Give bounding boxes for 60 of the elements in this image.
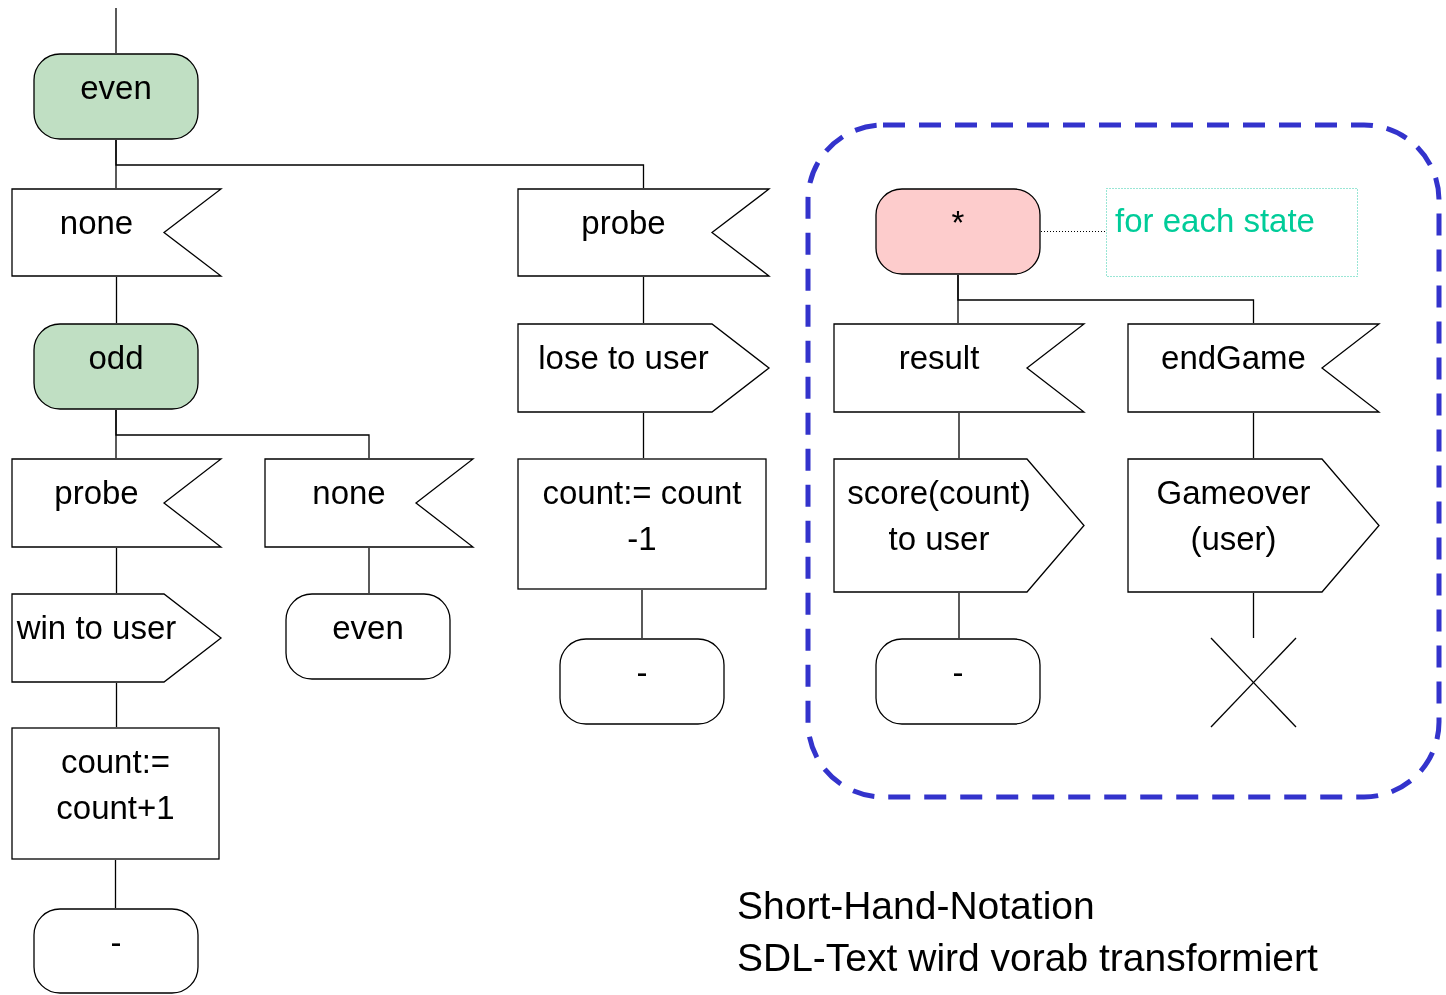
node-label: even xyxy=(80,68,152,108)
input-signal-box xyxy=(517,188,770,277)
connector-line xyxy=(642,276,645,324)
connector-line xyxy=(641,589,643,639)
state-box xyxy=(285,593,451,680)
node-label: probe xyxy=(54,473,139,513)
node-label: lose to user xyxy=(538,338,709,378)
output-signal-box xyxy=(517,323,770,413)
connector-line xyxy=(115,7,117,54)
node-label: none xyxy=(312,473,386,513)
input-signal-box xyxy=(11,188,222,277)
stop-cross xyxy=(1211,638,1296,727)
node-label: Gameover (user) xyxy=(1155,473,1312,559)
state-box xyxy=(875,638,1041,725)
state-box xyxy=(875,188,1041,275)
note-text: SDL-Text wird vorab transformiert xyxy=(737,935,1318,981)
node-label: * xyxy=(951,203,965,243)
node-label: probe xyxy=(581,203,666,243)
state-box xyxy=(33,53,199,140)
connector-line xyxy=(1252,592,1255,639)
task-box xyxy=(11,727,220,860)
node-label: endGame xyxy=(1161,338,1306,378)
state-box xyxy=(559,638,725,725)
node-label: none xyxy=(59,203,134,243)
connector-line xyxy=(958,412,960,459)
input-signal-box xyxy=(833,323,1085,413)
connector-line xyxy=(958,592,960,639)
node-label: - xyxy=(952,653,964,693)
state-box xyxy=(33,908,199,994)
output-signal-box xyxy=(1127,458,1380,593)
connector-line xyxy=(1252,412,1255,459)
node-label: result xyxy=(898,338,980,378)
connector-line xyxy=(368,547,370,594)
node-label: odd xyxy=(88,338,144,378)
connector-line xyxy=(115,409,370,459)
node-label: even xyxy=(332,608,404,648)
connector-line xyxy=(957,274,1255,324)
node-label: count:= count+1 xyxy=(55,742,176,828)
task-box xyxy=(517,458,767,590)
node-label: score(count) to user xyxy=(846,473,1032,559)
node-label: win to user xyxy=(16,608,177,648)
connector-line xyxy=(642,412,645,459)
input-signal-box xyxy=(264,458,474,548)
comment-box xyxy=(1106,188,1358,277)
note-text: Short-Hand-Notation xyxy=(737,883,1096,929)
connector-line xyxy=(115,276,118,324)
connector-line xyxy=(115,139,645,189)
node-label: count:= count -1 xyxy=(542,473,742,559)
connector-line xyxy=(114,859,117,909)
node-label: - xyxy=(636,653,648,693)
comment-text: for each state xyxy=(1115,201,1315,241)
dashed-group-frame xyxy=(805,122,1442,800)
output-signal-box xyxy=(11,593,222,683)
connector-line xyxy=(115,682,118,728)
connector-line xyxy=(115,547,118,594)
state-box xyxy=(33,323,199,410)
input-signal-box xyxy=(1127,323,1380,413)
output-signal-box xyxy=(833,458,1085,593)
node-label: - xyxy=(110,923,122,963)
input-signal-box xyxy=(11,458,222,548)
